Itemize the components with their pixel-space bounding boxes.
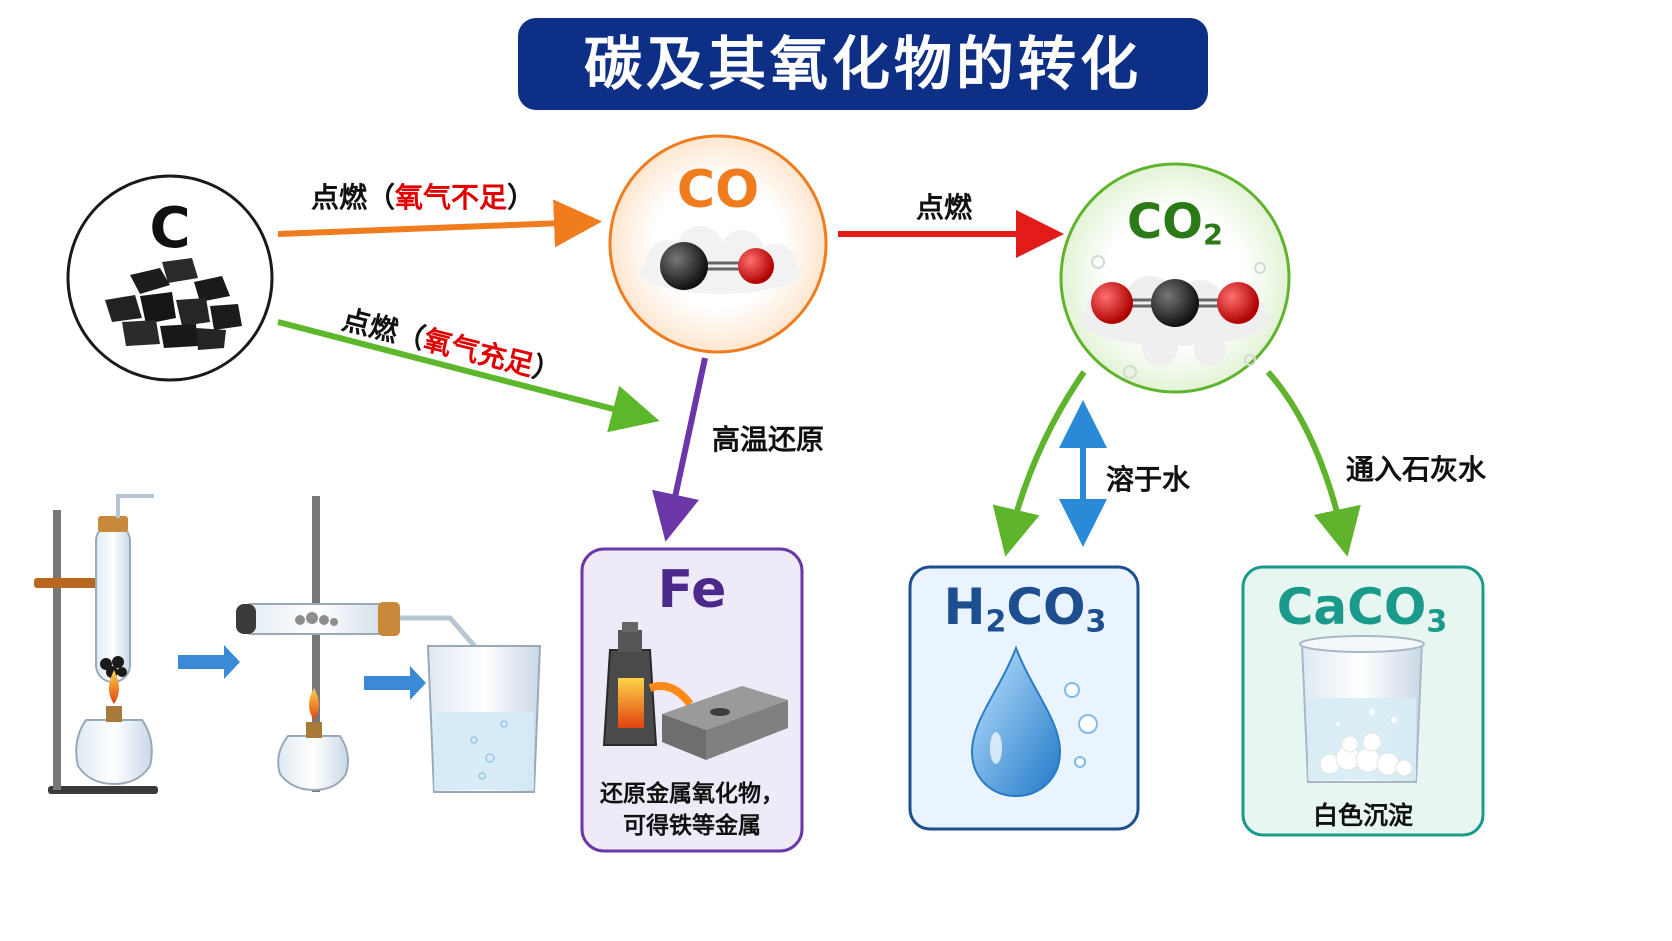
bubble-icons [1091, 255, 1266, 379]
node-fe [580, 547, 804, 853]
node-co2 [1059, 162, 1291, 394]
arrow-co2-to-caco3 [1265, 369, 1361, 557]
test-tube-icon [95, 494, 154, 683]
label-co2-caco3: 通入石灰水 [1346, 453, 1487, 486]
node-caco3 [1241, 565, 1485, 837]
arrow-c-to-co2 [277, 319, 660, 433]
node-h2co3-label: H2CO3 [943, 578, 1107, 640]
arrow-c-to-co [277, 199, 602, 248]
node-caco3-caption: 白色沉淀 [1312, 801, 1413, 830]
node-h2co3 [908, 565, 1140, 831]
process-arrow-icon [178, 645, 240, 679]
diagram-title: 碳及其氧化物的转化 [518, 18, 1208, 110]
node-c [66, 174, 274, 382]
node-fe-caption: 还原金属氧化物， 可得铁等金属 [600, 781, 784, 839]
label-c-to-co: 点燃（氧气不足） [311, 181, 536, 214]
furnace-icon [602, 622, 694, 746]
node-caco3-label: CaCO3 [1276, 578, 1448, 640]
co2-molecule-icon [1091, 279, 1259, 327]
co-molecule-icon [660, 242, 774, 290]
label-co2-h2co3: 溶于水 [1106, 463, 1191, 496]
node-fe-label: Fe [657, 560, 727, 620]
precipitate-icon [1319, 732, 1413, 777]
arrow-co-to-fe [652, 357, 708, 542]
alcohol-lamp-icon [277, 688, 349, 792]
process-arrow-icon [364, 666, 426, 700]
beaker-icon [1299, 635, 1425, 783]
charcoal-icon [105, 258, 242, 350]
label-co-to-co2: 点燃 [916, 191, 973, 224]
beaker-icon [426, 645, 542, 793]
label-co-to-fe: 高温还原 [712, 423, 825, 456]
lab-apparatus-illustration [34, 494, 542, 794]
node-c-label: C [149, 196, 191, 261]
bubble-icons [1064, 682, 1098, 768]
node-co [608, 134, 828, 354]
arrow-co2-to-h2co3 [992, 370, 1087, 557]
node-co-label: CO [676, 160, 760, 220]
iron-ingot-icon [662, 686, 788, 760]
node-co2-label: CO2 [1126, 194, 1224, 253]
alcohol-lamp-icon [75, 670, 153, 786]
